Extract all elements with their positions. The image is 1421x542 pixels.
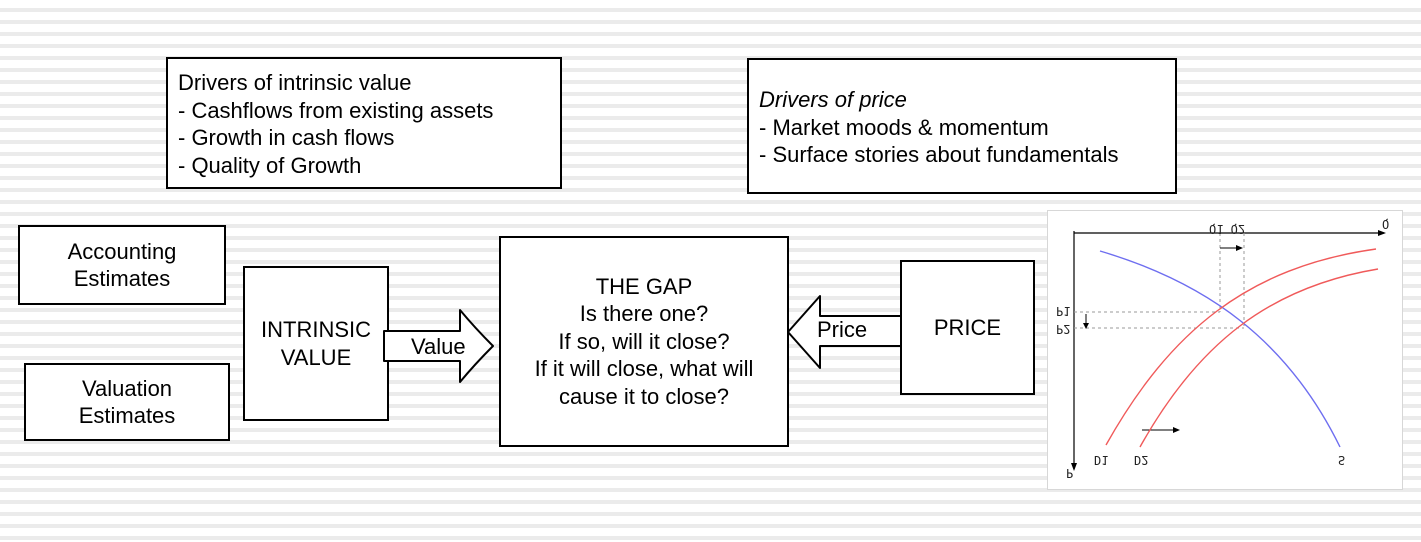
intrinsic-driver-item: - Quality of Growth bbox=[178, 152, 362, 178]
price-box: PRICE bbox=[900, 260, 1035, 395]
intrinsic-driver-item: - Cashflows from existing assets bbox=[178, 97, 494, 123]
accounting-estimates-box: Accounting Estimates bbox=[18, 225, 226, 305]
price-drivers-box: Drivers of price - Market moods & moment… bbox=[747, 58, 1177, 194]
d1-label: D1 bbox=[1094, 453, 1108, 467]
intrinsic-drivers-box: Drivers of intrinsic value - Cashflows f… bbox=[166, 57, 562, 189]
value-arrow-label: Value bbox=[411, 334, 466, 359]
p-axis-arrowhead bbox=[1071, 463, 1077, 471]
accounting-estimates-label: Accounting bbox=[67, 238, 177, 264]
q-shift-arrowhead bbox=[1236, 245, 1243, 251]
q-axis-arrowhead bbox=[1378, 230, 1386, 236]
price-arrow-label: Price bbox=[817, 317, 868, 342]
price-arrow bbox=[787, 295, 903, 369]
supply-demand-chart: P Q Q1 Q2 P1 P2 D1 D2 S bbox=[1047, 210, 1403, 490]
intrinsic-value-label: INTRINSIC bbox=[261, 317, 371, 342]
gap-text-line: Is there one? bbox=[579, 301, 709, 327]
price-driver-item: - Market moods & momentum bbox=[759, 114, 1049, 140]
d2-label: D2 bbox=[1134, 453, 1148, 467]
intrinsic-driver-item: - Growth in cash flows bbox=[178, 125, 395, 150]
intrinsic-value-box: INTRINSIC VALUE bbox=[243, 266, 389, 421]
demand-curve-d1 bbox=[1105, 248, 1377, 446]
accounting-estimates-label: Estimates bbox=[73, 266, 171, 291]
d-shift-arrowhead bbox=[1173, 427, 1180, 433]
price-box-label: PRICE bbox=[933, 315, 1002, 340]
intrinsic-drivers-title: Drivers of intrinsic value bbox=[178, 70, 412, 95]
gap-text-line: THE GAP bbox=[595, 273, 693, 299]
valuation-estimates-label: Estimates bbox=[78, 403, 176, 428]
s-label: S bbox=[1338, 453, 1345, 467]
value-arrow bbox=[383, 309, 494, 383]
valuation-estimates-box: Valuation Estimates bbox=[24, 363, 230, 441]
price-drivers-title: Drivers of price bbox=[759, 87, 907, 112]
gap-text-line: If it will close, what will bbox=[534, 356, 754, 382]
the-gap-box: THE GAP Is there one? If so, will it clo… bbox=[499, 236, 789, 447]
demand-curve-d2 bbox=[1139, 268, 1379, 448]
gap-text-line: If so, will it close? bbox=[558, 328, 730, 354]
p2-label: P2 bbox=[1056, 322, 1070, 336]
p1-label: P1 bbox=[1056, 304, 1070, 318]
supply-curve bbox=[1099, 250, 1341, 448]
p-axis-label: P bbox=[1066, 466, 1073, 480]
valuation-estimates-label: Valuation bbox=[81, 375, 173, 401]
p-shift-arrowhead bbox=[1083, 323, 1089, 329]
gap-text-line: cause it to close? bbox=[559, 383, 729, 409]
q-axis-label: Q bbox=[1382, 217, 1389, 231]
price-driver-item: - Surface stories about fundamentals bbox=[759, 142, 1119, 167]
q-ticks-label: Q1 Q2 bbox=[1209, 222, 1245, 236]
supply-demand-svg: P Q Q1 Q2 P1 P2 D1 D2 S bbox=[1056, 217, 1389, 480]
intrinsic-value-label: VALUE bbox=[280, 344, 352, 370]
